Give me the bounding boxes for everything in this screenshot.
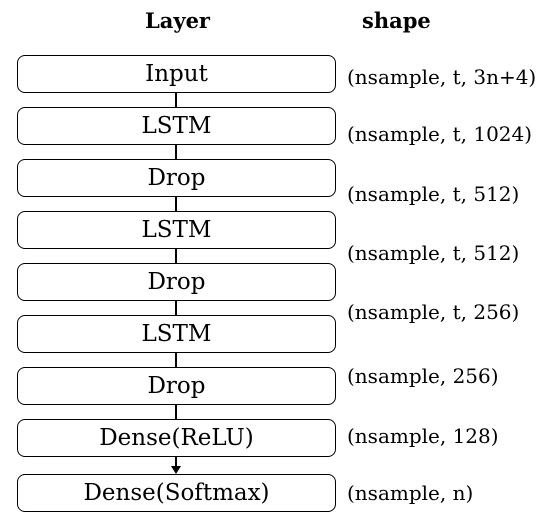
layer-box-lstm: LSTM xyxy=(17,107,336,145)
layer-label: LSTM xyxy=(141,217,212,243)
layer-box-lstm: LSTM xyxy=(17,315,336,353)
shape-column-header: shape xyxy=(362,8,431,33)
connector-line xyxy=(175,353,177,369)
layer-label: Drop xyxy=(147,269,206,295)
connector-line xyxy=(175,145,177,161)
shape-label: (nsample, t, 512) xyxy=(347,182,520,206)
shape-label: (nsample, 256) xyxy=(347,364,499,388)
layer-label: Dense(Softmax) xyxy=(83,480,270,506)
shape-label: (nsample, t, 256) xyxy=(347,300,520,324)
layer-box-drop: Drop xyxy=(17,263,336,301)
shape-label: (nsample, t, 512) xyxy=(347,241,520,265)
shape-label: (nsample, 128) xyxy=(347,424,499,448)
shape-label: (nsample, t, 1024) xyxy=(347,122,533,146)
layer-label: LSTM xyxy=(141,321,212,347)
connector-line xyxy=(175,457,177,466)
connector-line xyxy=(175,249,177,265)
layer-box-dense-softmax: Dense(Softmax) xyxy=(17,474,336,512)
connector-line xyxy=(175,93,177,109)
layer-label: Input xyxy=(145,61,208,87)
layer-column-header: Layer xyxy=(145,8,210,33)
layer-box-drop: Drop xyxy=(17,159,336,197)
layer-box-lstm: LSTM xyxy=(17,211,336,249)
layer-box-input: Input xyxy=(17,55,336,93)
layer-label: Dense(ReLU) xyxy=(99,425,254,451)
shape-label: (nsample, n) xyxy=(347,481,474,505)
layer-label: LSTM xyxy=(141,113,212,139)
connector-line xyxy=(175,405,177,421)
connector-line xyxy=(175,301,177,317)
connector-line xyxy=(175,197,177,213)
layer-box-dense-relu: Dense(ReLU) xyxy=(17,419,336,457)
layer-label: Drop xyxy=(147,373,206,399)
shape-label: (nsample, t, 3n+4) xyxy=(347,65,537,89)
arrow-head-icon xyxy=(171,466,181,474)
layer-label: Drop xyxy=(147,165,206,191)
layer-box-drop: Drop xyxy=(17,367,336,405)
